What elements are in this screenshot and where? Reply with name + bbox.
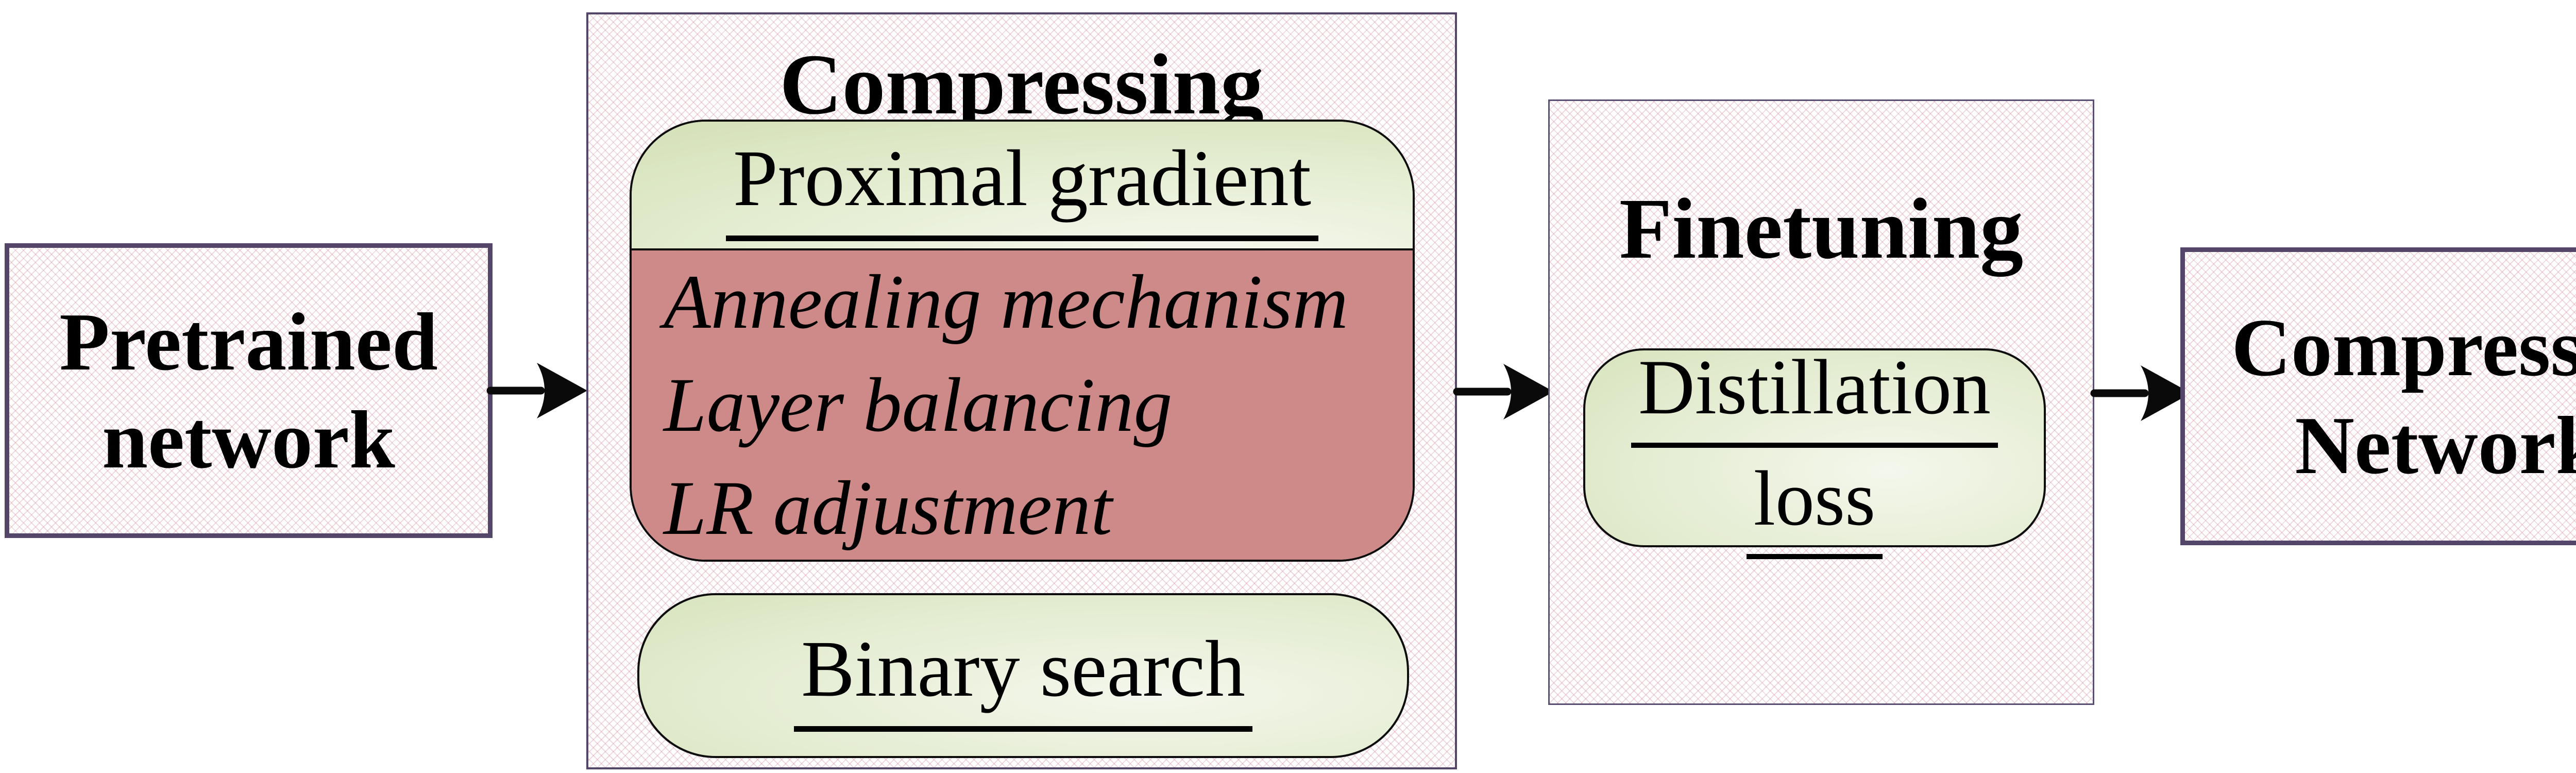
distillation-line-1: Distillation	[1631, 337, 1998, 448]
arrow-finetuning-to-compressed	[2089, 362, 2192, 424]
binary-search-box: Binary search	[637, 593, 1409, 758]
binary-search-label: Binary search	[794, 620, 1252, 732]
finetuning-title: Finetuning	[1619, 181, 2024, 277]
compressing-title: Compressing	[779, 37, 1264, 132]
loss-label: loss	[1746, 448, 1883, 559]
finetuning-box: Finetuning Distillation loss	[1548, 99, 2094, 705]
techniques-box: Annealing mechanism Layer balancing LR a…	[632, 248, 1413, 560]
technique-layer-balancing: Layer balancing	[664, 362, 1173, 448]
compressed-line-2: Network	[2295, 399, 2576, 491]
right-arrow-icon	[1453, 364, 1554, 419]
right-arrow-icon	[486, 363, 587, 418]
compressed-line-1: Compressed	[2231, 301, 2576, 393]
compressing-methods-box: Proximal gradient Annealing mechanism La…	[630, 120, 1415, 562]
pretrained-line-2: network	[102, 394, 395, 485]
compressed-network-box: Compressed Network	[2180, 247, 2576, 545]
compressing-box: Compressing Proximal gradient Annealing …	[586, 12, 1457, 769]
proximal-gradient-box: Proximal gradient	[632, 122, 1413, 248]
right-arrow-icon	[2090, 365, 2191, 421]
technique-lr-adjustment: LR adjustment	[664, 465, 1112, 551]
distillation-label: Distillation	[1631, 337, 1998, 448]
compressed-network-label: Compressed Network	[2185, 252, 2576, 541]
technique-annealing: Annealing mechanism	[664, 259, 1348, 345]
pretrained-line-1: Pretrained	[59, 296, 438, 388]
distillation-line-2: loss	[1631, 448, 1998, 559]
distillation-loss-box: Distillation loss	[1583, 344, 2046, 559]
arrow-pretrained-to-compressing	[485, 360, 588, 422]
proximal-gradient-label: Proximal gradient	[725, 129, 1319, 241]
pretrained-network-box: Pretrained network	[5, 243, 493, 538]
arrow-compressing-to-finetuning	[1452, 361, 1555, 423]
pretrained-network-label: Pretrained network	[9, 248, 488, 533]
